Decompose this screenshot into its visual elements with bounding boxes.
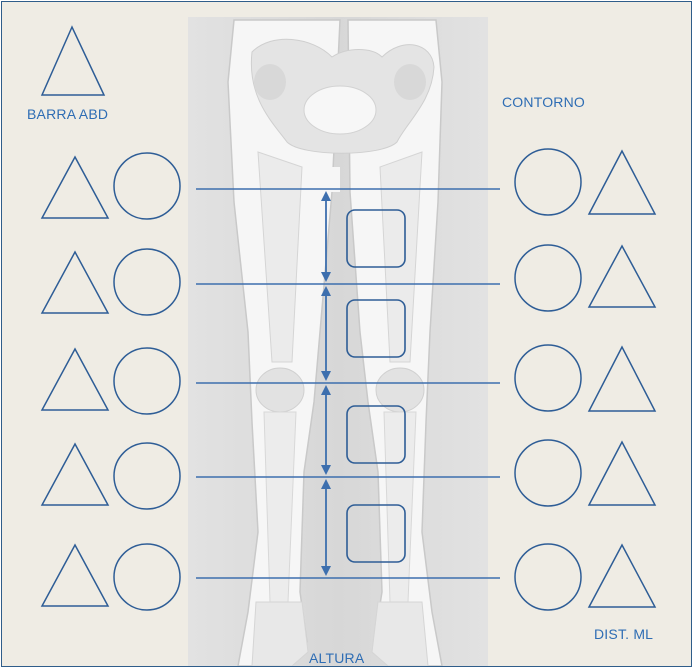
left-circle-4[interactable] [114, 443, 180, 509]
left-triangle-1[interactable] [42, 157, 108, 218]
right-triangle-1[interactable] [589, 151, 655, 214]
dist-ml-label: DIST. ML [594, 626, 653, 642]
left-circle-1[interactable] [114, 153, 180, 219]
right-circle-1[interactable] [515, 149, 581, 215]
left-knee [256, 368, 304, 412]
right-circle-4[interactable] [515, 440, 581, 506]
left-foot [252, 602, 308, 666]
legs-illustration [228, 20, 442, 666]
left-circle-5[interactable] [114, 544, 180, 610]
left-triangle-4[interactable] [42, 444, 108, 505]
right-triangle-4[interactable] [589, 442, 655, 505]
right-triangle-5[interactable] [589, 545, 655, 607]
left-triangle-2[interactable] [42, 252, 108, 313]
left-triangle-5[interactable] [42, 545, 108, 606]
right-foot [372, 602, 428, 666]
left-circle-2[interactable] [114, 249, 180, 315]
contorno-label: CONTORNO [502, 94, 585, 110]
right-circle-5[interactable] [515, 544, 581, 610]
left-shapes [42, 153, 180, 610]
barra-abd-triangle [42, 27, 104, 95]
right-circle-2[interactable] [515, 245, 581, 311]
barra-abd-label: BARRA ABD [27, 106, 108, 122]
right-triangle-3[interactable] [589, 347, 655, 411]
right-shapes [515, 149, 655, 610]
left-circle-3[interactable] [114, 348, 180, 414]
left-triangle-3[interactable] [42, 349, 108, 410]
right-triangle-2[interactable] [589, 246, 655, 307]
right-circle-3[interactable] [515, 345, 581, 411]
altura-label: ALTURA [309, 650, 364, 666]
